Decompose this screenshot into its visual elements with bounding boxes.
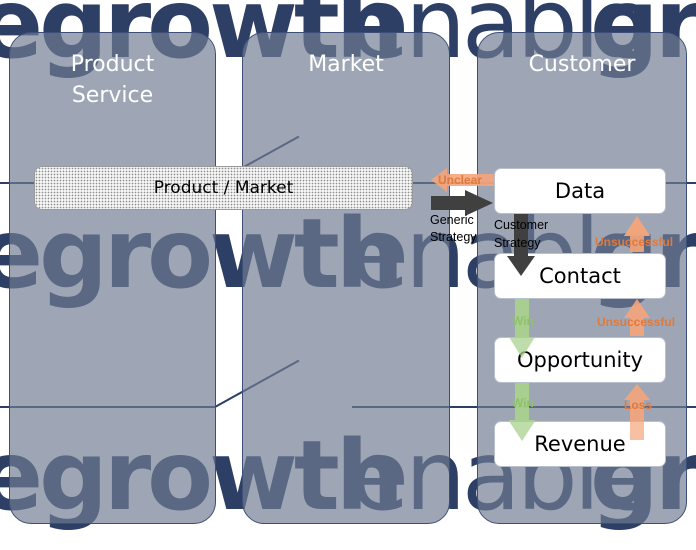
stage-revenue: Revenue bbox=[494, 421, 666, 467]
label-win-upper: Win bbox=[512, 314, 534, 328]
stage-opportunity-label: Opportunity bbox=[516, 348, 644, 372]
column-product-service: Product Service bbox=[9, 32, 216, 524]
label-win-lower: Win bbox=[512, 396, 534, 410]
label-unsuccessful-upper: Unsuccessful bbox=[595, 235, 674, 249]
label-loss: Loss bbox=[624, 398, 653, 412]
product-market-label: Product / Market bbox=[153, 178, 294, 198]
column-title-market: Market bbox=[308, 52, 384, 77]
column-title-service: Service bbox=[71, 83, 154, 108]
product-market-bar: Product / Market bbox=[34, 166, 413, 210]
stage-data-label: Data bbox=[554, 179, 606, 203]
label-customer-line1: Customer bbox=[494, 218, 549, 232]
label-generic-line1: Generic bbox=[430, 213, 474, 227]
column-title-product: Product bbox=[70, 52, 155, 77]
stage-contact-label: Contact bbox=[539, 264, 621, 288]
label-customer-line2: Strategy bbox=[494, 236, 541, 250]
stage-data: Data bbox=[494, 168, 666, 214]
stage-opportunity: Opportunity bbox=[494, 337, 666, 383]
column-title-customer: Customer bbox=[528, 52, 636, 77]
stage-revenue-label: Revenue bbox=[534, 432, 626, 456]
stage-contact: Contact bbox=[494, 253, 666, 299]
label-unsuccessful-lower: Unsuccessful bbox=[597, 315, 676, 329]
label-generic-line2: Strategy bbox=[430, 230, 477, 244]
column-market: Market bbox=[242, 32, 450, 524]
label-unclear: Unclear bbox=[438, 173, 483, 187]
